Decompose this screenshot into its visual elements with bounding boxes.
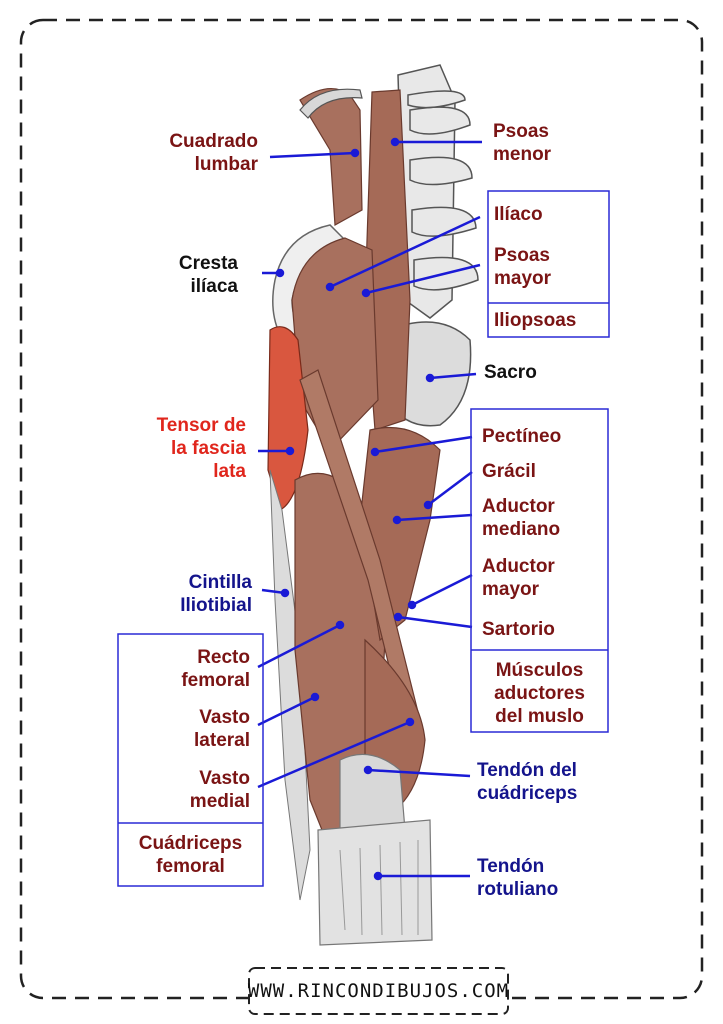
spine <box>397 64 479 319</box>
label-tendon-rotuliano: Tendón rotuliano <box>477 856 559 900</box>
label-psoas-mayor: Psoas mayor <box>494 245 552 289</box>
group-boxes <box>117 190 610 887</box>
iliopsoas-box <box>487 190 610 338</box>
label-gracil: Grácil <box>482 461 536 482</box>
footer-website: WWW.RINCONDIBUJOS.COM <box>247 980 510 1002</box>
label-pectineo: Pectíneo <box>482 426 562 447</box>
label-sartorio: Sartorio <box>482 619 555 640</box>
label-cuadriceps-femoral: Cuádriceps femoral <box>138 833 243 877</box>
label-sacro: Sacro <box>484 362 537 383</box>
label-aductor-mediano: Aductor mediano <box>482 496 561 540</box>
knee-lines <box>339 840 419 936</box>
rib-hook <box>299 88 363 119</box>
pointer-lines <box>257 137 482 881</box>
label-iliopsoas: Iliopsoas <box>494 310 577 331</box>
cuadriceps-box <box>117 633 264 887</box>
label-vasto-lateral: Vasto lateral <box>194 707 250 751</box>
label-tensor-fascia-lata: Tensor de la fascia lata <box>156 415 246 482</box>
label-recto-femoral: Recto femoral <box>181 647 250 691</box>
label-vasto-medial: Vasto medial <box>189 768 250 812</box>
tensor-fascia-lata-muscle <box>267 326 309 511</box>
label-iliaco: Ilíaco <box>494 204 543 225</box>
label-psoas-menor: Psoas menor <box>493 121 552 165</box>
label-cresta-iliaca: Cresta ilíaca <box>178 253 238 297</box>
iliotibial-band <box>269 469 311 901</box>
label-musculos-aductores: Músculos aductores del muslo <box>494 660 585 727</box>
aductores-box <box>470 408 609 733</box>
patellar-tendon <box>317 819 433 946</box>
leg-illustration <box>267 64 479 946</box>
label-tendon-cuadriceps: Tendón del cuádriceps <box>477 760 578 804</box>
label-cuadrado-lumbar: Cuadrado lumbar <box>169 131 258 175</box>
label-cintilla-iliotibial: Cintilla Iliotibial <box>180 572 252 616</box>
label-aductor-mayor: Aductor mayor <box>482 556 555 600</box>
footer-box <box>248 967 509 1015</box>
